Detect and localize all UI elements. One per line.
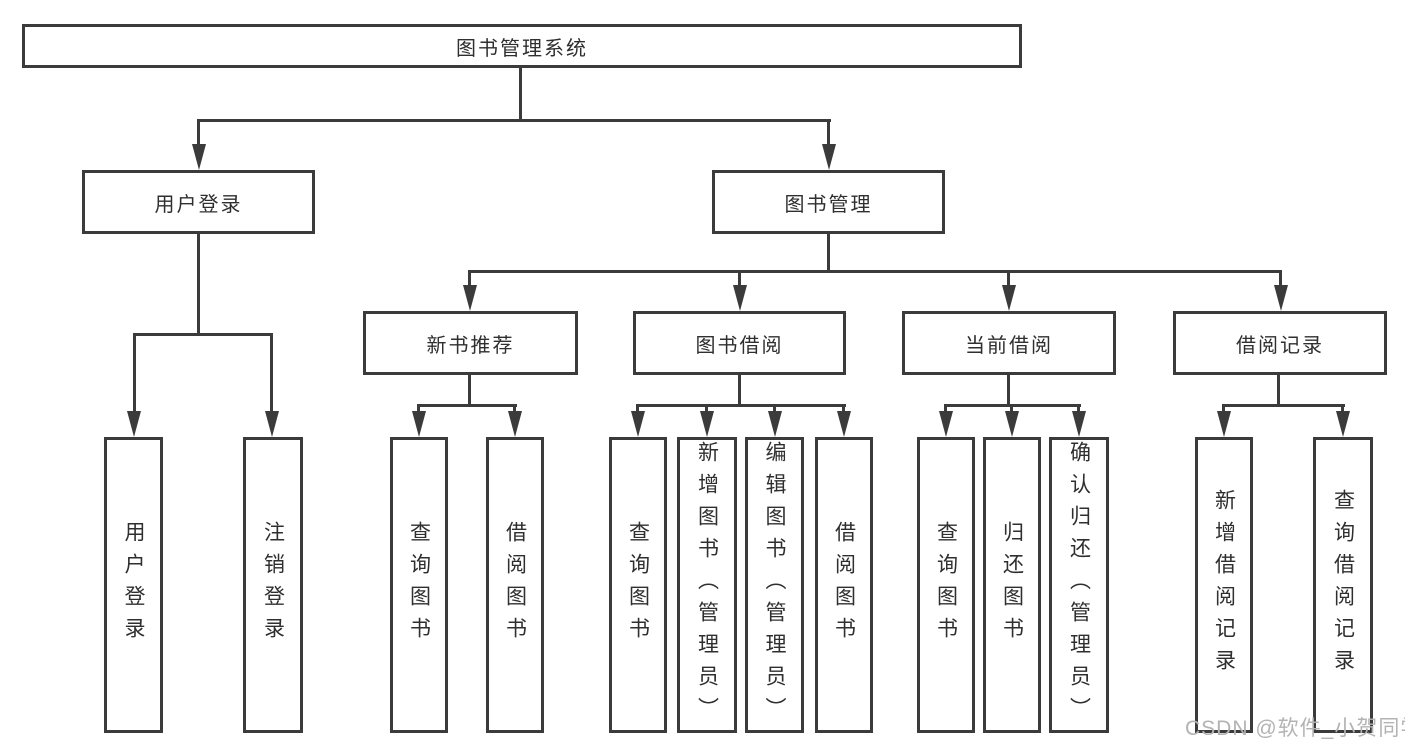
- leaf-label: 查询图书: [407, 521, 431, 649]
- leaf-user-login: 用户登录: [104, 437, 163, 733]
- connector-line: [513, 404, 516, 413]
- connector-line: [1007, 375, 1010, 406]
- arrow-down-icon: [1072, 411, 1086, 437]
- arrow-down-icon: [265, 411, 279, 437]
- connector-line: [1277, 375, 1280, 406]
- connector-line: [468, 375, 471, 406]
- leaf-confirm-return-admin: 确认归还（管理员）: [1049, 437, 1109, 733]
- connector-line: [773, 404, 776, 413]
- leaf-label: 新增图书（管理员）: [695, 441, 719, 729]
- node-borrow-records: 借阅记录: [1173, 311, 1387, 375]
- connector-line: [270, 333, 273, 413]
- arrow-down-icon: [192, 144, 206, 170]
- connector-line: [1341, 404, 1344, 413]
- leaf-query-borrow-record: 查询借阅记录: [1313, 437, 1373, 733]
- leaf-logout-login: 注销登录: [243, 437, 303, 733]
- arrow-down-icon: [631, 411, 645, 437]
- leaf-return-books: 归还图书: [983, 437, 1041, 733]
- arrow-down-icon: [412, 411, 426, 437]
- node-current-borrowing: 当前借阅: [902, 311, 1116, 375]
- arrow-down-icon: [837, 411, 851, 437]
- connector-line: [417, 404, 517, 407]
- connector-line: [827, 234, 830, 273]
- leaf-label: 注销登录: [261, 521, 285, 649]
- leaf-query-books-recommend: 查询图书: [390, 437, 448, 733]
- leaf-label: 确认归还（管理员）: [1067, 441, 1091, 729]
- node-book-management: 图书管理: [712, 170, 945, 234]
- arrow-down-icon: [127, 411, 141, 437]
- connector-line: [197, 119, 200, 146]
- arrow-down-icon: [1274, 285, 1288, 311]
- leaf-label: 用户登录: [122, 521, 145, 649]
- connector-line: [133, 333, 273, 336]
- connector-line: [198, 119, 831, 122]
- leaf-borrow-books-recommend: 借阅图书: [486, 437, 544, 733]
- arrow-down-icon: [1336, 411, 1350, 437]
- connector-line: [1222, 404, 1225, 413]
- connector-line: [1222, 404, 1345, 407]
- connector-line: [417, 404, 420, 413]
- arrow-down-icon: [822, 144, 836, 170]
- connector-line: [636, 404, 639, 413]
- node-book-borrowing: 图书借阅: [633, 311, 846, 375]
- connector-line: [705, 404, 708, 413]
- arrow-down-icon: [700, 411, 714, 437]
- arrow-down-icon: [1005, 411, 1019, 437]
- leaf-label: 编辑图书（管理员）: [763, 441, 786, 729]
- leaf-query-books-current: 查询图书: [917, 437, 975, 733]
- connector-line: [468, 270, 1281, 273]
- leaf-label: 查询借阅记录: [1331, 489, 1355, 681]
- leaf-add-borrow-record: 新增借阅记录: [1195, 437, 1253, 733]
- leaf-add-books-admin: 新增图书（管理员）: [677, 437, 737, 733]
- connector-line: [197, 234, 200, 335]
- leaf-label: 借阅图书: [832, 521, 856, 649]
- node-new-book-recommend: 新书推荐: [363, 311, 578, 375]
- node-user-login: 用户登录: [82, 170, 315, 234]
- watermark-text: CSDN @软件_小贺同学: [1185, 717, 1405, 740]
- connector-line: [519, 68, 522, 121]
- connector-line: [1010, 404, 1013, 413]
- connector-line: [1077, 404, 1080, 413]
- connector-line: [133, 333, 136, 413]
- arrow-down-icon: [508, 411, 522, 437]
- arrow-down-icon: [1002, 285, 1016, 311]
- connector-line: [738, 375, 741, 406]
- connector-line: [738, 270, 741, 287]
- arrow-down-icon: [768, 411, 782, 437]
- leaf-label: 归还图书: [1000, 521, 1024, 649]
- connector-line: [468, 270, 471, 287]
- leaf-label: 新增借阅记录: [1212, 489, 1236, 681]
- connector-line: [1279, 270, 1282, 287]
- arrow-down-icon: [1217, 411, 1231, 437]
- connector-line: [827, 119, 830, 146]
- connector-line: [636, 404, 846, 407]
- leaf-label: 查询图书: [934, 521, 958, 649]
- connector-line: [842, 404, 845, 413]
- connector-line: [1007, 270, 1010, 287]
- arrow-down-icon: [733, 285, 747, 311]
- leaf-query-books-borrowing: 查询图书: [609, 437, 667, 733]
- connector-line: [944, 404, 947, 413]
- leaf-edit-books-admin: 编辑图书（管理员）: [745, 437, 804, 733]
- arrow-down-icon: [939, 411, 953, 437]
- arrow-down-icon: [463, 285, 477, 311]
- leaf-borrow-books-borrowing: 借阅图书: [815, 437, 873, 733]
- node-root: 图书管理系统: [22, 24, 1022, 68]
- leaf-label: 借阅图书: [503, 521, 527, 649]
- leaf-label: 查询图书: [626, 521, 650, 649]
